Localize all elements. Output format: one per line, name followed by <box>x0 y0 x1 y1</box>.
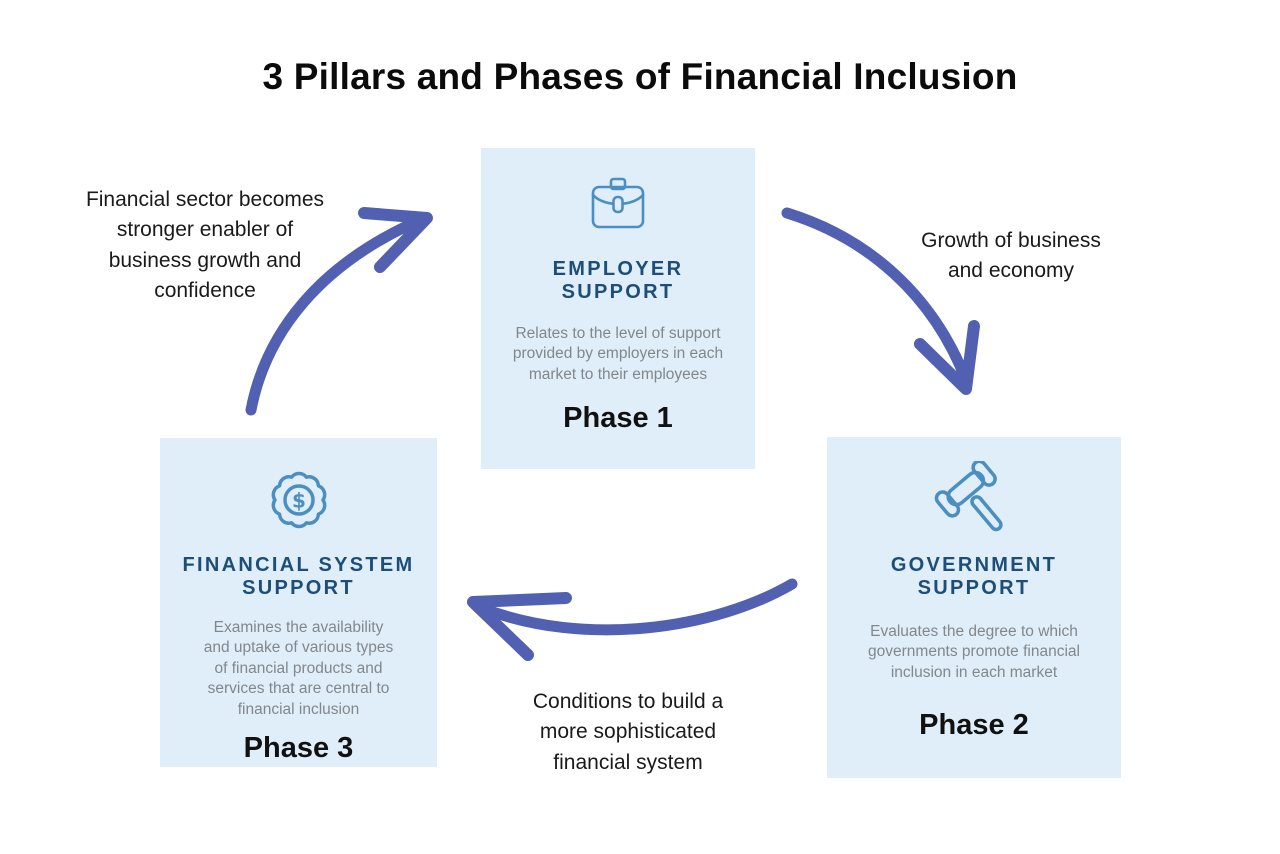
annotation-conditions-to-build: Conditions to build a more sophisticated… <box>532 690 724 774</box>
arrow-left-icon <box>467 578 798 661</box>
phase-label: Phase 3 <box>243 732 354 765</box>
phase-label: Phase 2 <box>919 709 1029 742</box>
phase-label: Phase 1 <box>563 402 673 435</box>
card-description: Evaluates the degree to which government… <box>868 623 1080 681</box>
card-employer-support: EMPLOYER SUPPORT Relates to the level of… <box>481 148 755 469</box>
page-title: 3 Pillars and Phases of Financial Inclus… <box>262 56 1018 97</box>
svg-text:$: $ <box>292 488 306 512</box>
annotation-financial-sector-enabler: Financial sector becomes stronger enable… <box>85 188 325 303</box>
gavel-icon <box>934 461 1003 532</box>
annotation-growth-of-business: Growth of business and economy <box>921 229 1101 283</box>
card-government-support: GOVERNMENT SUPPORT Evaluates the degree … <box>827 437 1121 778</box>
card-financial-system-support: $ FINANCIAL SYSTEM SUPPORT Examines the … <box>160 438 437 767</box>
card-heading: FINANCIAL SYSTEM SUPPORT <box>182 554 415 599</box>
gear-dollar-icon: $ <box>271 471 326 529</box>
card-heading: EMPLOYER SUPPORT <box>552 258 684 303</box>
card-description: Relates to the level of support provided… <box>512 325 724 383</box>
briefcase-icon <box>591 177 645 229</box>
card-heading: GOVERNMENT SUPPORT <box>890 554 1058 599</box>
card-description: Examines the availability and uptake of … <box>203 619 394 718</box>
